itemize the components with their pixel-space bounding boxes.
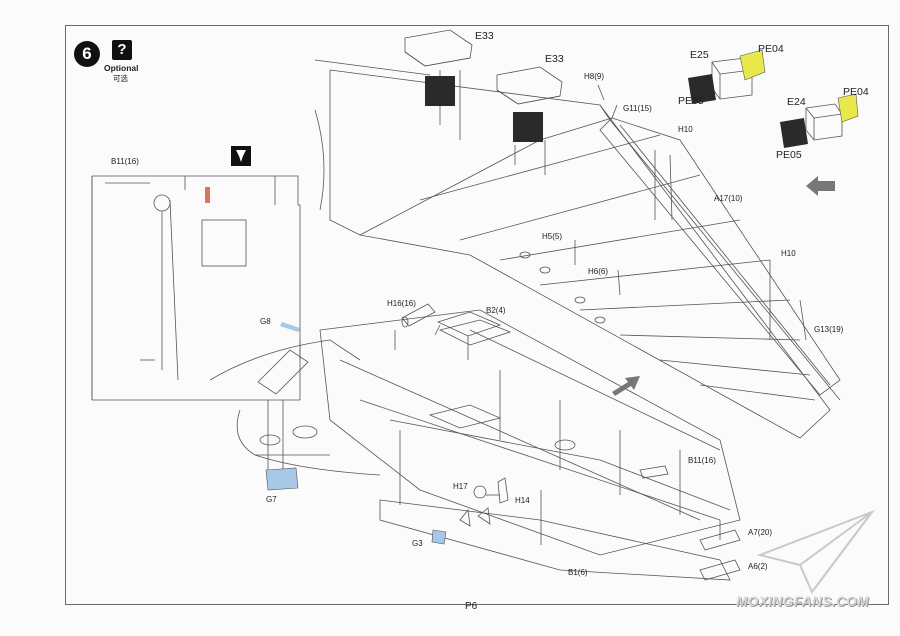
page-number: P6 [465, 601, 478, 612]
optional-question-icon: ? [112, 40, 132, 60]
label-h10-a: H10 [678, 125, 693, 134]
grille-dark-2 [513, 112, 543, 142]
direction-arrow-icon [612, 376, 640, 396]
label-pe05-b: PE05 [776, 149, 802, 161]
g7-g8-panel [257, 323, 309, 470]
label-e24: E24 [787, 96, 806, 108]
label-b1: B1(6) [568, 568, 588, 577]
paper-plane-logo-icon [756, 509, 875, 594]
pe04-yellow-b [837, 93, 859, 123]
b2-plate [436, 311, 502, 360]
label-h8: H8(9) [584, 72, 605, 81]
label-h14: H14 [515, 496, 530, 505]
label-a7: A7(20) [748, 528, 773, 537]
e24-box [805, 103, 843, 141]
page-frame [65, 25, 889, 605]
label-b11-a: B11(16) [111, 157, 139, 166]
g8-blue-part [280, 322, 300, 332]
glue-icon [231, 146, 251, 166]
optional-label: Optional [104, 63, 139, 73]
label-g13: G13(19) [814, 325, 844, 334]
label-e33-a: E33 [475, 30, 494, 42]
label-h10-b: H10 [781, 249, 796, 258]
label-pe04-b: PE04 [843, 86, 869, 98]
watermark-text: MOXINGFANS.COM [736, 594, 870, 609]
grille-dark-1 [425, 76, 455, 106]
label-pe04-a: PE04 [758, 43, 784, 55]
h17-h14-g3-parts [459, 477, 741, 581]
label-g8: G8 [260, 317, 271, 326]
label-h6: H6(6) [588, 267, 609, 276]
h16-part [394, 303, 436, 350]
label-g7: G7 [266, 495, 277, 504]
pe04-yellow-a [739, 49, 766, 81]
label-a6: A6(2) [748, 562, 768, 571]
label-e25: E25 [690, 49, 709, 61]
e33-intake-right [496, 66, 563, 175]
label-e33-b: E33 [545, 53, 564, 65]
label-h16: H16(16) [387, 299, 416, 308]
a17-flap [599, 117, 841, 396]
label-g3: G3 [412, 539, 423, 548]
label-b11-b: B11(16) [688, 456, 716, 465]
label-b2: B2(4) [486, 306, 506, 315]
g3-blue-part [431, 529, 447, 545]
pe05-grille-a [688, 74, 716, 104]
label-h17: H17 [453, 482, 468, 491]
direction-arrow-icon [806, 176, 835, 196]
step-number-badge: 6 [74, 41, 100, 67]
optional-red-part [205, 187, 210, 203]
label-a17: A17(10) [714, 194, 743, 203]
pe05-grille-b [780, 118, 808, 148]
optional-label-cn: 可选 [113, 74, 128, 83]
label-h5: H5(5) [542, 232, 563, 241]
g7-blue-part [265, 467, 299, 491]
lower-wing-drawing [209, 309, 741, 581]
label-pe05-a: PE05 [678, 95, 704, 107]
rib-panel-drawing [91, 175, 301, 401]
label-g11: G11(15) [623, 104, 652, 113]
